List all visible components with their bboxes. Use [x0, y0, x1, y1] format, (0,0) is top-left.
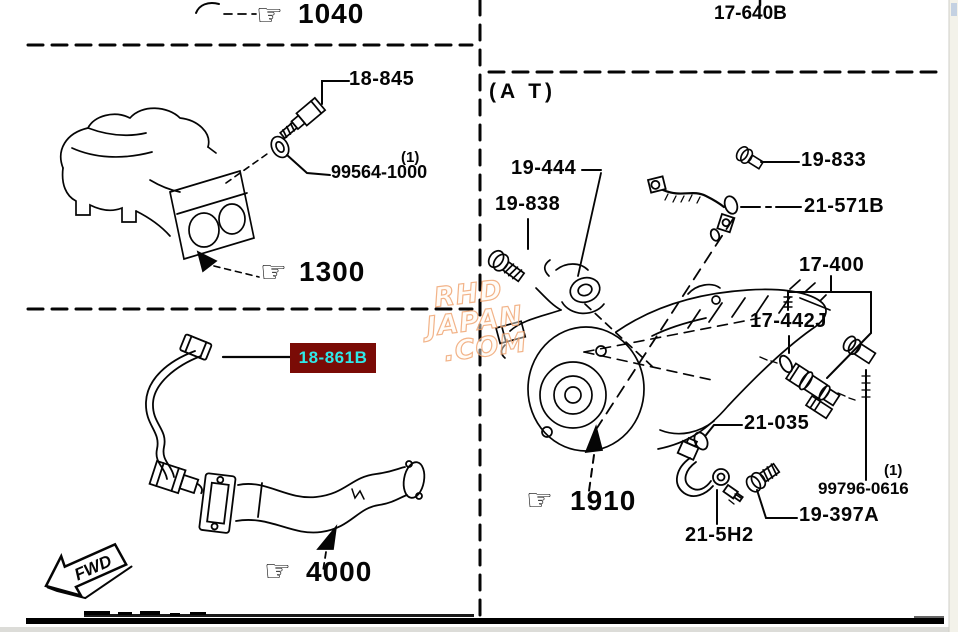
pointing-hand-icon: ☞	[260, 255, 287, 290]
speedometer-gear-drawing	[784, 362, 856, 420]
pointing-hand-icon: ☞	[256, 0, 283, 33]
highlighted-part-label: 18-861B	[298, 348, 368, 367]
part-label-99564-1000: 99564-1000	[331, 162, 428, 182]
part-label-19-838: 19-838	[495, 193, 561, 215]
manifold-pointer-1300	[196, 250, 260, 278]
panel-borders	[26, 0, 942, 618]
watermark: RHD JAPAN .COM	[419, 274, 529, 369]
qty-label-99796: (1)	[884, 462, 903, 479]
part-label-1300: 1300	[299, 256, 366, 287]
scan-edge-strip	[0, 627, 958, 632]
bolt-19-397A	[728, 462, 798, 519]
at-section-header: (A T)	[489, 80, 557, 103]
oring-17-442J	[759, 335, 794, 374]
top-left-fragment	[195, 2, 257, 15]
bolt-19-833	[735, 145, 800, 170]
highlighted-part-18-861B[interactable]: 18-861B	[290, 343, 376, 373]
right-edge-strip	[948, 0, 958, 632]
dashed-leader-21-571B	[596, 218, 734, 429]
part-label-19-833: 19-833	[801, 149, 867, 171]
part-label-18-845: 18-845	[349, 68, 415, 90]
bolt-19-838	[487, 218, 529, 283]
bracket-19-444-part	[494, 259, 605, 359]
part-label-17-442J: 17-442J	[750, 310, 827, 332]
fwd-arrow: FWD	[44, 542, 133, 600]
part-label-19-444: 19-444	[511, 157, 577, 179]
intake-manifold-drawing	[60, 107, 255, 261]
bolt-99796-0616	[842, 335, 877, 481]
o2-sensor-drawing	[145, 333, 292, 495]
part-label-21-035: 21-035	[744, 412, 810, 434]
pointing-hand-icon: ☞	[264, 554, 291, 589]
part-label-4000: 4000	[306, 556, 373, 587]
part-label-19-397A: 19-397A	[799, 504, 880, 526]
part-label-21-571B: 21-571B	[804, 195, 885, 217]
part-label-1040: 1040	[298, 0, 365, 29]
part-label-21-5H2: 21-5H2	[685, 524, 754, 546]
leader-19-444	[577, 169, 602, 277]
transmission-pointer-1910	[584, 424, 604, 492]
sensor-18-845-drawing	[225, 80, 350, 184]
qty-label-99564: (1)	[401, 149, 420, 166]
part-label-99796-0616: 99796-0616	[818, 479, 909, 498]
pipe-21-571B	[646, 175, 802, 242]
part-label-17-640B: 17-640B	[714, 3, 787, 24]
exhaust-pipe-drawing	[198, 460, 426, 534]
hose-21-5H2	[676, 436, 744, 525]
dashed-leader-bracket	[584, 303, 656, 370]
pointing-hand-icon: ☞	[526, 483, 553, 518]
part-label-1910: 1910	[570, 485, 637, 516]
pipe-pointer-4000	[316, 524, 338, 572]
part-label-17-400: 17-400	[799, 254, 865, 276]
bottom-scan-bar	[26, 611, 944, 624]
bracket-17-400	[783, 275, 872, 379]
